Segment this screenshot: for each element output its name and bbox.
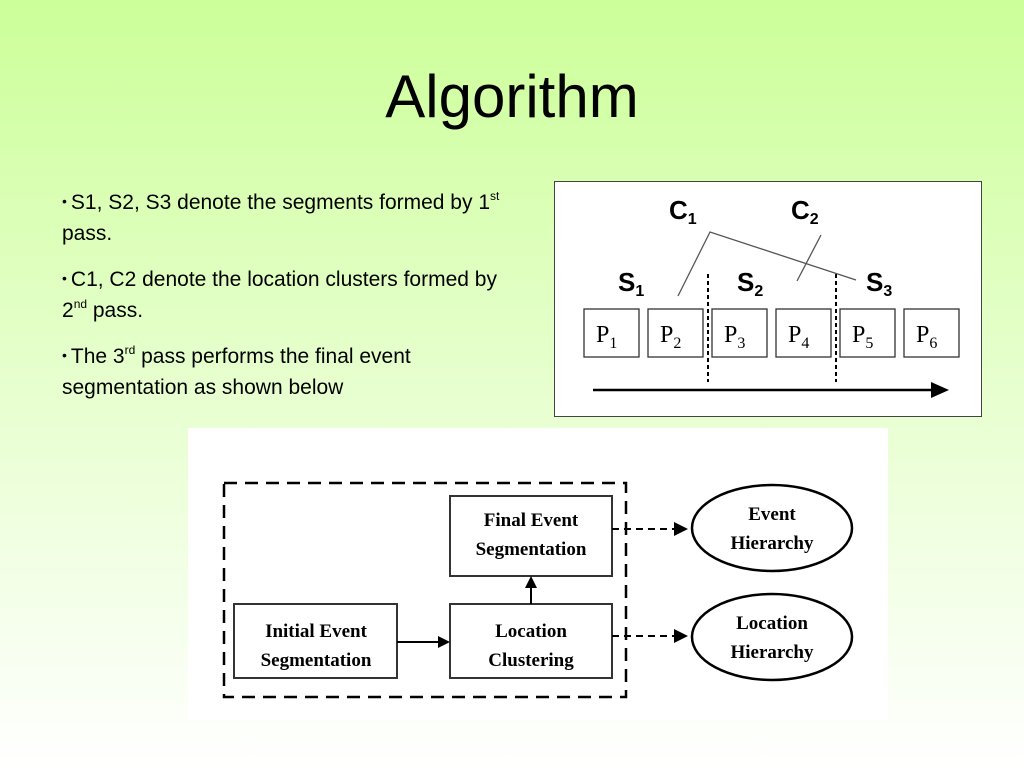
partition-box-p4 <box>775 308 832 358</box>
bullet-list: •S1, S2, S3 denote the segments formed b… <box>62 186 512 417</box>
location-hierarchy-line1: Location <box>736 613 808 634</box>
event-hierarchy-line2: Hierarchy <box>730 533 814 554</box>
location-box-line2: Clustering <box>488 650 574 671</box>
timeline-arrowhead-icon <box>931 382 949 398</box>
bullet-superscript: st <box>490 189 500 203</box>
segment-label-s2: S2 <box>737 267 763 300</box>
partition-label-p5: P5 <box>852 322 873 352</box>
bullet-text: The 3 <box>70 345 125 368</box>
arrowhead-icon <box>674 629 688 643</box>
location-clustering-box <box>449 603 613 679</box>
bullet-superscript: nd <box>73 297 88 311</box>
bullet-text-end: pass performs the final event segmentati… <box>62 345 411 399</box>
bullet-text-end: pass. <box>87 299 144 322</box>
flow-diagram-svg: Initial Event Segmentation Location Clus… <box>222 481 854 699</box>
pipeline-container <box>222 481 628 699</box>
flow-diagram: Initial Event Segmentation Location Clus… <box>188 428 888 720</box>
segments-diagram-svg: C1 C2 S1 S2 S3 P1 P2 P3 P4 P5 P6 <box>583 195 960 398</box>
bullet-text: C1, C2 denote the location clusters form… <box>62 268 497 322</box>
initial-box-line2: Segmentation <box>261 650 372 671</box>
partition-label-p1: P1 <box>596 322 617 352</box>
final-event-segmentation-box <box>449 495 613 577</box>
partition-label-p2: P2 <box>660 322 681 352</box>
location-box-line1: Location <box>495 621 567 642</box>
event-hierarchy-line1: Event <box>748 504 796 525</box>
partition-box-p2 <box>647 308 704 358</box>
location-hierarchy-ellipse <box>690 592 854 682</box>
bullet-text-end: pass. <box>62 222 113 245</box>
arrowhead-icon <box>438 636 450 648</box>
partition-label-p6: P6 <box>916 322 937 352</box>
partition-box-p6 <box>903 308 960 358</box>
segment-label-s3: S3 <box>866 267 892 300</box>
bullet-dot-icon: • <box>62 347 67 363</box>
slide-title: Algorithm <box>385 63 639 130</box>
partition-box-p5 <box>839 308 896 358</box>
bullet-dot-icon: • <box>62 193 67 209</box>
partition-box-p1 <box>583 308 640 358</box>
bullet-item: •C1, C2 denote the location clusters for… <box>62 263 512 326</box>
location-hierarchy-line2: Hierarchy <box>730 642 814 663</box>
bullet-item: •The 3rd pass performs the final event s… <box>62 340 512 403</box>
segment-label-s1: S1 <box>618 267 644 300</box>
partition-box-p3 <box>711 308 768 358</box>
cluster-c2-line <box>796 234 822 282</box>
partition-label-p3: P3 <box>724 322 745 352</box>
cluster-c1-line <box>677 231 857 297</box>
arrowhead-icon <box>525 576 537 588</box>
segments-diagram: C1 C2 S1 S2 S3 P1 P2 P3 P4 P5 P6 <box>554 181 982 417</box>
partition-label-p4: P4 <box>788 322 809 352</box>
bullet-text: S1, S2, S3 denote the segments formed by… <box>70 191 490 214</box>
bullet-item: •S1, S2, S3 denote the segments formed b… <box>62 186 512 249</box>
event-hierarchy-ellipse <box>690 483 854 573</box>
final-box-line2: Segmentation <box>476 539 587 560</box>
final-box-line1: Final Event <box>484 510 579 531</box>
bullet-dot-icon: • <box>62 270 67 286</box>
bullet-superscript: rd <box>124 343 136 357</box>
cluster-label-c2: C2 <box>791 195 819 228</box>
cluster-label-c1: C1 <box>669 195 697 228</box>
arrowhead-icon <box>674 522 688 536</box>
initial-box-line1: Initial Event <box>265 621 368 642</box>
